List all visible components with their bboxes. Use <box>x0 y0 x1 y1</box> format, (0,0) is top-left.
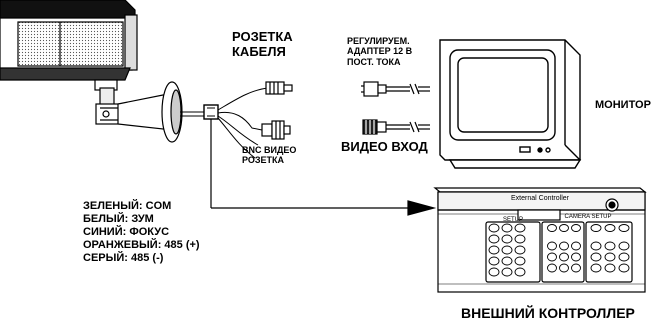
camera-bracket <box>95 81 183 143</box>
controller-key <box>559 224 569 232</box>
controller-key <box>547 241 557 251</box>
monitor-label: МОНИТОР <box>595 99 651 111</box>
wire-blue: СИНИЙ: ФОКУС <box>83 226 170 238</box>
controller-key <box>488 234 500 244</box>
cable-socket-line2: КАБЕЛЯ <box>232 43 286 59</box>
controller-key <box>514 234 526 244</box>
controller-key <box>488 267 500 277</box>
controller-key <box>590 224 602 232</box>
controller-keypad <box>488 223 630 277</box>
bnc-connector <box>261 120 291 140</box>
controller-key <box>547 263 557 273</box>
controller-key <box>618 252 630 262</box>
power-plug <box>361 81 430 97</box>
controller-panel-text: External Controller <box>511 195 570 202</box>
video-in-label: ВИДЕО ВХОД <box>341 139 428 154</box>
controller-key <box>488 245 500 255</box>
wire-green: ЗЕЛЕНЫЙ: COM <box>83 200 172 212</box>
controller-key <box>604 224 616 232</box>
controller-key <box>501 223 513 233</box>
camera-cable <box>180 87 269 159</box>
controller-key <box>590 263 602 273</box>
controller-key <box>571 263 581 273</box>
controller-key <box>501 267 513 277</box>
controller-key <box>547 224 557 232</box>
controller-key <box>547 252 557 262</box>
wire-color-legend: ЗЕЛЕНЫЙ: COM БЕЛЫЙ: ЗУМ СИНИЙ: ФОКУС ОРА… <box>83 200 200 265</box>
controller-key <box>559 252 569 262</box>
controller-key <box>604 263 616 273</box>
bnc-line2: РОЗЕТКА <box>242 155 285 166</box>
controller-key <box>514 256 526 266</box>
wire-gray: СЕРЫЙ: 485 (-) <box>83 252 164 264</box>
controller-key <box>514 223 526 233</box>
controller-key <box>604 241 616 251</box>
controller-key <box>571 241 581 251</box>
controller-key <box>559 263 569 273</box>
controller-key <box>501 234 513 244</box>
controller-key <box>501 256 513 266</box>
monitor <box>439 39 582 169</box>
cable-socket-line1: РОЗЕТКА <box>232 29 293 44</box>
bnc-line1: BNC ВИДЕО <box>242 145 297 155</box>
rs485-line <box>210 119 437 216</box>
controller-key <box>571 252 581 262</box>
wire-white: БЕЛЫЙ: ЗУМ <box>83 213 154 225</box>
adapter-line3: ПОСТ. ТОКА <box>347 56 401 67</box>
external-controller-label: ВНЕШНИЙ КОНТРОЛЛЕР <box>461 305 635 321</box>
dc-socket-connector <box>265 81 293 95</box>
controller-key <box>618 224 630 232</box>
controller-key <box>514 245 526 255</box>
controller-key <box>590 241 602 251</box>
wire-orange: ОРАНЖЕВЫЙ: 485 (+) <box>83 239 200 251</box>
controller-key <box>514 267 526 277</box>
video-plug <box>362 119 430 135</box>
bnc-label: BNC ВИДЕО РОЗЕТКА <box>242 145 296 166</box>
camera-setup-text: CAMERA SETUP <box>564 214 611 220</box>
controller-key <box>501 245 513 255</box>
controller-key <box>618 241 630 251</box>
controller-key <box>559 241 569 251</box>
adapter-line1: РЕГУЛИРУЕМ. <box>347 36 410 46</box>
external-controller-device <box>433 187 647 293</box>
setup-text: SETUP <box>503 217 523 223</box>
cable-socket-label: РОЗЕТКА КАБЕЛЯ <box>232 29 293 60</box>
controller-key <box>488 223 500 233</box>
controller-key <box>618 263 630 273</box>
camera-housing <box>0 0 138 91</box>
controller-key <box>571 224 581 232</box>
adapter-label: РЕГУЛИРУЕМ. АДАПТЕР 12 В ПОСТ. ТОКА <box>347 36 412 67</box>
controller-key <box>488 256 500 266</box>
adapter-line2: АДАПТЕР 12 В <box>347 46 413 57</box>
controller-key <box>590 252 602 262</box>
controller-key <box>604 252 616 262</box>
